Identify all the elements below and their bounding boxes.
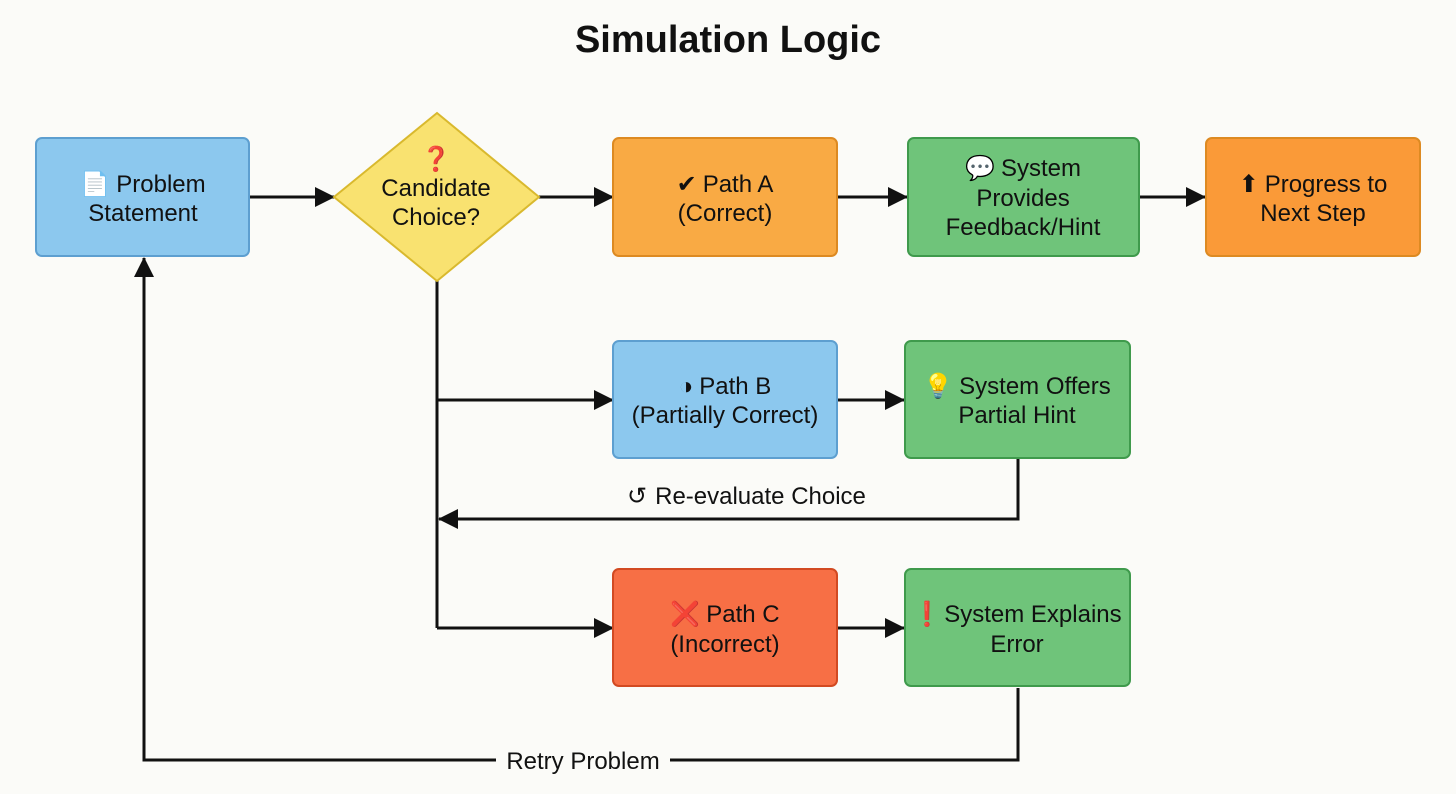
svg-text:✔Path A: ✔Path A (677, 171, 774, 198)
svg-text:❌Path C: ❌Path C (670, 600, 779, 628)
svg-text:Candidate: Candidate (381, 175, 490, 202)
cross-icon: ❌ (670, 600, 700, 628)
edge-reevaluate-loop (438, 459, 1020, 529)
exclamation-icon: ❗ (912, 600, 942, 628)
svg-text:❗System Explains: ❗System Explains (912, 600, 1121, 628)
node-path-a: ✔Path A (Correct) (612, 137, 838, 257)
edge-retry-right (670, 688, 1020, 762)
up-arrow-icon: ⬆ (1239, 171, 1259, 198)
node-feedback: 💬System Provides Feedback/Hint (907, 137, 1140, 257)
svg-text:(Incorrect): (Incorrect) (670, 631, 779, 658)
speech-bubble-icon: 💬 (965, 154, 995, 182)
half-circle-icon: ◑ (679, 373, 694, 400)
check-icon: ✔ (677, 171, 697, 198)
edge-retry-left (134, 257, 496, 762)
svg-text:Statement: Statement (88, 200, 198, 227)
svg-text:⬆Progress to: ⬆Progress to (1239, 171, 1388, 198)
page-title: Simulation Logic (575, 19, 881, 61)
svg-text:💡System Offers: 💡System Offers (923, 372, 1110, 400)
lightbulb-icon: 💡 (923, 372, 953, 400)
refresh-icon: ↺ (627, 483, 647, 510)
document-icon: 📄 (80, 170, 110, 198)
reevaluate-label: Re-evaluate Choice (655, 483, 866, 510)
svg-text:Choice?: Choice? (392, 204, 480, 231)
node-path-b: ◑Path B (Partially Correct) (612, 340, 838, 459)
question-icon: ❓ (421, 145, 451, 173)
svg-text:(Partially Correct): (Partially Correct) (632, 402, 819, 429)
svg-text:Error: Error (990, 631, 1043, 658)
node-explains-error: ❗System Explains Error (904, 568, 1131, 687)
svg-text:📄Problem: 📄Problem (80, 170, 205, 198)
svg-text:◑Path B: ◑Path B (679, 373, 772, 400)
retry-label: Retry Problem (506, 748, 659, 775)
node-problem-statement: 📄Problem Statement (35, 137, 250, 257)
svg-text:Feedback/Hint: Feedback/Hint (946, 214, 1101, 241)
svg-text:Provides: Provides (976, 185, 1069, 212)
svg-text:Partial Hint: Partial Hint (958, 402, 1076, 429)
svg-text:(Correct): (Correct) (678, 200, 773, 227)
node-path-c: ❌Path C (Incorrect) (612, 568, 838, 687)
node-progress: ⬆Progress to Next Step (1205, 137, 1421, 257)
svg-text:💬System: 💬System (965, 154, 1081, 182)
svg-text:Next Step: Next Step (1260, 200, 1365, 227)
node-candidate-choice: ❓ Candidate Choice? (332, 111, 541, 283)
svg-text:↺Re-evaluate Choice: ↺ Re-evaluate Choice (627, 483, 866, 510)
node-partial-hint: 💡System Offers Partial Hint (904, 340, 1131, 459)
